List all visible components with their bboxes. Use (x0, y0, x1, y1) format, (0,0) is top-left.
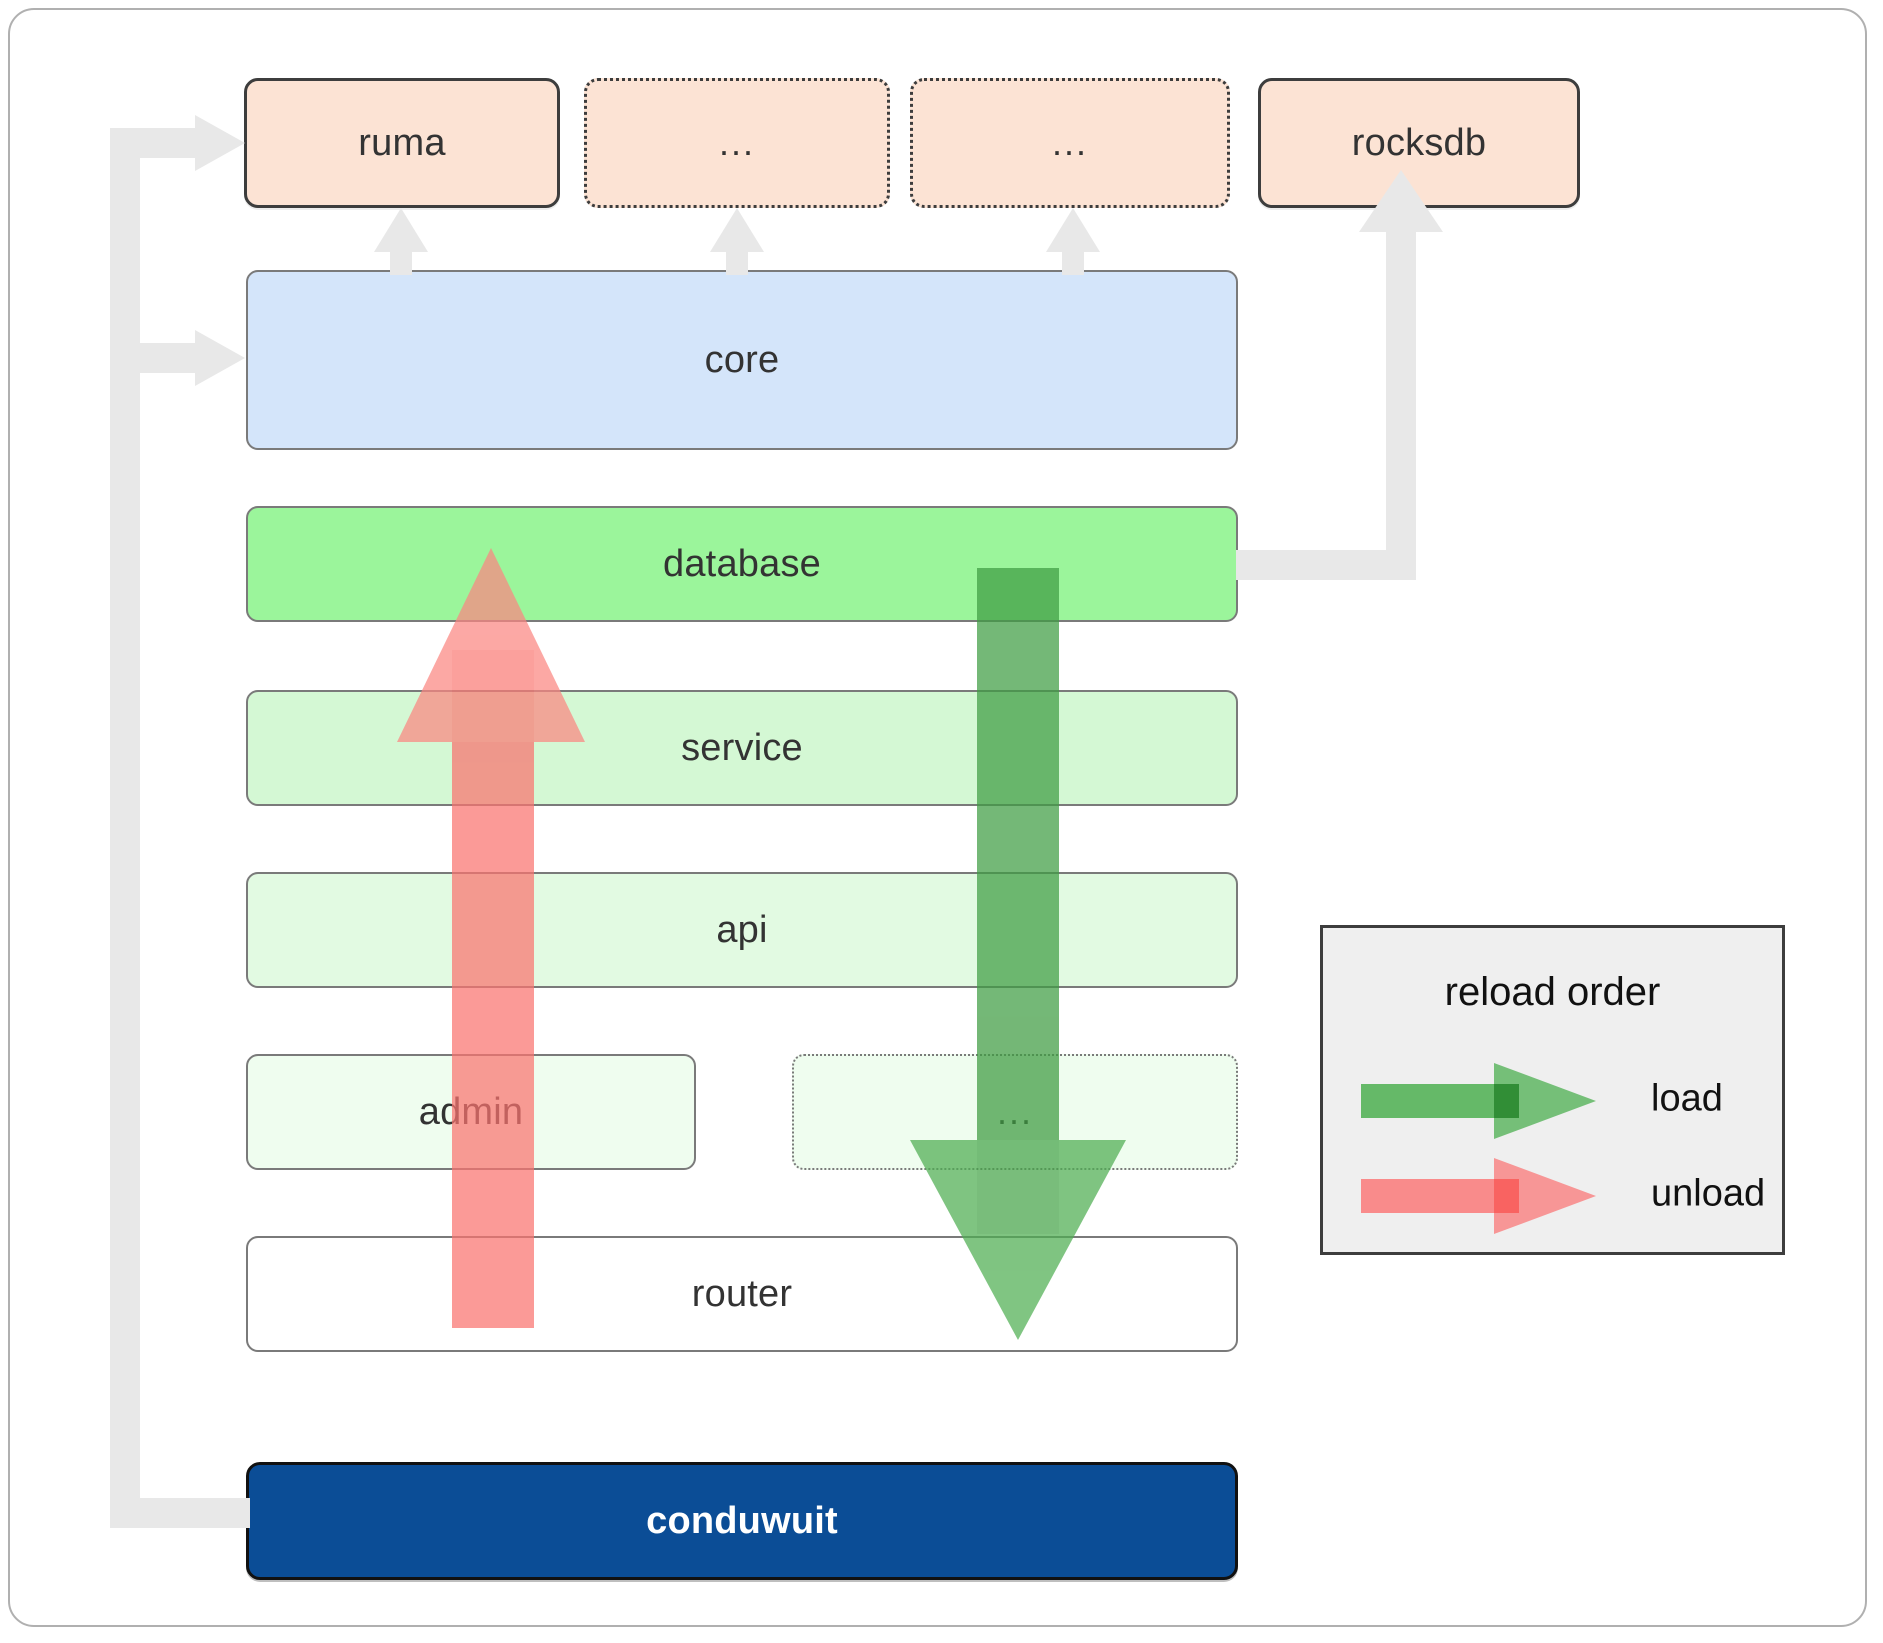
layer-label-database: database (663, 542, 821, 585)
dependency-box-ellipsis-2[interactable]: ... (910, 78, 1230, 208)
dependency-box-ruma[interactable]: ruma (244, 78, 560, 208)
legend-label-load: load (1651, 1077, 1723, 1120)
layer-box-api[interactable]: api (246, 872, 1238, 988)
layer-box-database[interactable]: database (246, 506, 1238, 622)
load-arrow-icon (1361, 1063, 1596, 1139)
layer-box-core[interactable]: core (246, 270, 1238, 450)
diagram-frame (8, 8, 1867, 1627)
dependency-box-rocksdb[interactable]: rocksdb (1258, 78, 1580, 208)
layer-label-router: router (691, 1272, 793, 1315)
dependency-label-ellipsis-2: ... (1051, 122, 1088, 164)
layer-label-admin: admin (418, 1090, 524, 1133)
layer-box-ellipsis[interactable]: ... (792, 1054, 1238, 1170)
layer-label-ellipsis: ... (996, 1091, 1033, 1133)
layer-box-admin[interactable]: admin (246, 1054, 696, 1170)
binary-box-conduwuit[interactable]: conduwuit (246, 1462, 1238, 1580)
legend-label-unload: unload (1651, 1172, 1766, 1215)
dependency-label-rocksdb: rocksdb (1351, 121, 1487, 164)
layer-box-router[interactable]: router (246, 1236, 1238, 1352)
legend-item-load: load (1361, 1063, 1761, 1139)
dependency-box-ellipsis-1[interactable]: ... (584, 78, 890, 208)
legend-title: reload order (1444, 970, 1661, 1014)
layer-label-api: api (716, 908, 768, 951)
legend-item-unload: unload (1361, 1158, 1765, 1234)
dependency-label-ellipsis-1: ... (718, 122, 755, 164)
dependency-label-ruma: ruma (358, 121, 446, 164)
layer-label-core: core (704, 338, 780, 381)
legend-panel: reload order load unload (1320, 925, 1785, 1255)
unload-arrow-icon (1361, 1158, 1596, 1234)
layer-label-service: service (681, 726, 803, 769)
layer-box-service[interactable]: service (246, 690, 1238, 806)
binary-label-conduwuit: conduwuit (646, 1499, 838, 1542)
